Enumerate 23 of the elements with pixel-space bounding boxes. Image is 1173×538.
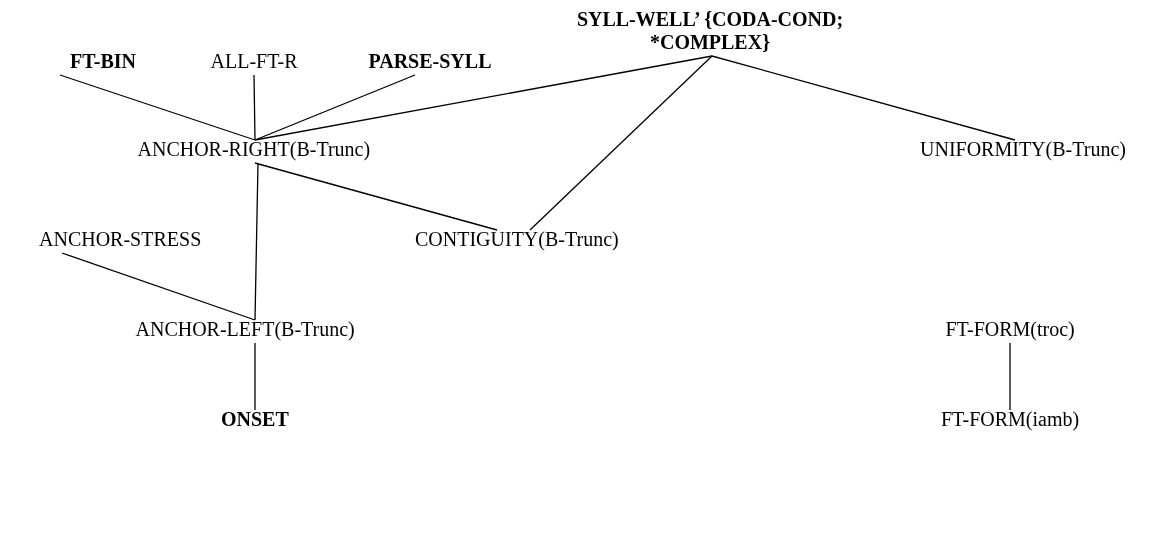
ranking-line — [1009, 342, 1011, 411]
ranking-line — [711, 55, 1016, 141]
constraint-label: PARSE-SYLL — [368, 50, 492, 73]
constraint-label: ALL-FT-R — [210, 50, 298, 73]
constraint-label: ONSET — [221, 408, 289, 431]
constraint-label: UNIFORMITY(B-Trunc) — [920, 138, 1126, 161]
constraint-label: FT-FORM(iamb) — [941, 408, 1080, 431]
ranking-line — [254, 342, 256, 411]
constraint-label: ANCHOR-LEFT(B-Trunc) — [135, 318, 355, 341]
constraint-label: CONTIGUITY(B-Trunc) — [415, 228, 619, 251]
ranking-line — [254, 162, 259, 321]
constraint-label: SYLL-WELL’ {CODA-COND; *COMPLEX} — [545, 8, 875, 54]
ranking-line — [254, 55, 713, 141]
ranking-line — [253, 74, 256, 141]
ranking-line — [254, 74, 416, 141]
ranking-line — [61, 252, 256, 321]
ranking-line — [254, 162, 498, 231]
constraint-label: ANCHOR-STRESS — [39, 228, 202, 251]
ranking-line — [529, 55, 713, 231]
constraint-label: FT-FORM(troc) — [945, 318, 1075, 341]
ranking-line — [59, 74, 256, 141]
constraint-label: FT-BIN — [70, 50, 136, 73]
constraint-label: ANCHOR-RIGHT(B-Trunc) — [137, 138, 371, 161]
